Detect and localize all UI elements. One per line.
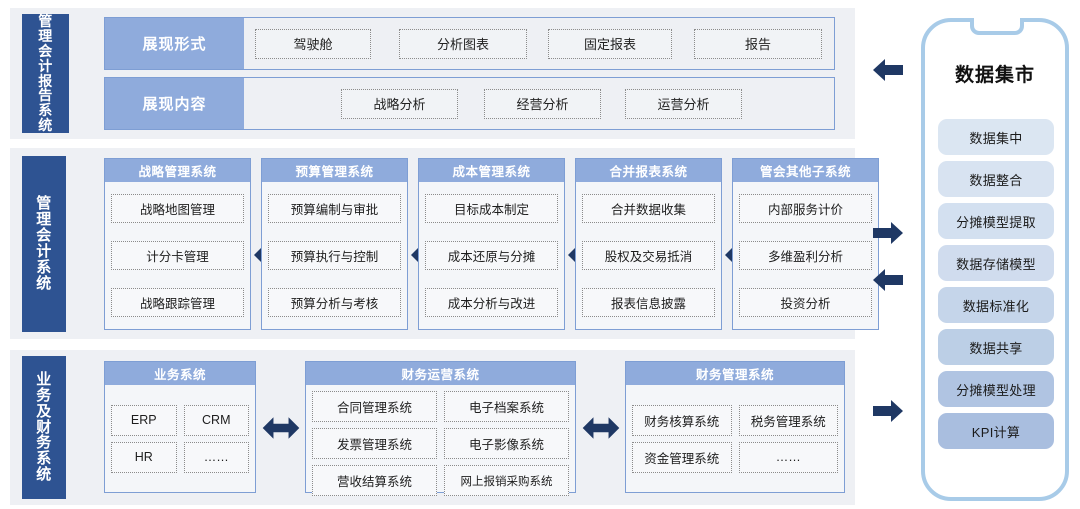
data-market-title: 数据集市 <box>954 65 1035 86</box>
item-tax-management[interactable]: 税务管理系统 <box>738 404 838 436</box>
section-report-side-label-text: 管理会计报告系统 <box>38 13 53 133</box>
item-budget-preparation[interactable]: 预算编制与审批 <box>268 194 401 224</box>
chip-fixed-report[interactable]: 固定报表 <box>548 28 672 59</box>
card-cost-management-title: 成本管理系统 <box>419 159 564 182</box>
item-investment-analysis[interactable]: 投资分析 <box>739 287 872 317</box>
market-item-kpi-calculation[interactable]: KPI计算 <box>938 413 1054 449</box>
item-e-image[interactable]: 电子影像系统 <box>444 428 569 459</box>
data-market-panel: 数据集市 数据集中 数据整合 分摊模型提取 数据存储模型 数据标准化 数据共享 … <box>921 18 1069 501</box>
item-crm[interactable]: CRM <box>183 404 249 436</box>
market-item-data-storage-model[interactable]: 数据存储模型 <box>938 245 1054 281</box>
report-row-content-header-text: 展现内容 <box>142 96 207 113</box>
card-other-subsystems-title: 管会其他子系统 <box>733 159 878 182</box>
item-contract-management[interactable]: 合同管理系统 <box>312 391 437 422</box>
card-business-system: 业务系统 ERP CRM HR …… <box>104 361 256 493</box>
card-budget-management: 预算管理系统 预算编制与审批 预算执行与控制 预算分析与考核 <box>261 158 408 330</box>
item-erp[interactable]: ERP <box>111 404 177 436</box>
report-row-content-chips: 战略分析 经营分析 运营分析 <box>244 78 834 129</box>
card-other-subsystems-items: 内部服务计价 多维盈利分析 投资分析 <box>733 182 878 329</box>
card-finance-operation-system: 财务运营系统 合同管理系统 电子档案系统 发票管理系统 电子影像系统 营收结算系… <box>305 361 576 496</box>
card-finance-management-system-items: 财务核算系统 税务管理系统 资金管理系统 …… <box>626 385 844 492</box>
item-business-more[interactable]: …… <box>183 441 249 473</box>
item-finance-more[interactable]: …… <box>738 441 838 473</box>
chip-analysis-chart[interactable]: 分析图表 <box>399 28 527 59</box>
section-business-side-label-text: 业务及财务系统 <box>36 370 52 484</box>
item-equity-offset[interactable]: 股权及交易抵消 <box>582 240 715 270</box>
market-item-data-integration[interactable]: 数据整合 <box>938 161 1054 197</box>
item-cost-analysis[interactable]: 成本分析与改进 <box>425 287 558 317</box>
card-cost-management-items: 目标成本制定 成本还原与分摊 成本分析与改进 <box>419 182 564 329</box>
report-row-content-header: 展现内容 <box>105 78 244 129</box>
arrow-accounting-to-market <box>873 220 903 246</box>
card-consolidation-report-items: 合并数据收集 股权及交易抵消 报表信息披露 <box>576 182 721 329</box>
market-item-data-sharing[interactable]: 数据共享 <box>938 329 1054 365</box>
market-item-data-standardization[interactable]: 数据标准化 <box>938 287 1054 323</box>
card-business-system-items: ERP CRM HR …… <box>105 385 255 492</box>
chip-running-analysis[interactable]: 运营分析 <box>625 88 742 119</box>
card-finance-management-system: 财务管理系统 财务核算系统 税务管理系统 资金管理系统 …… <box>625 361 845 493</box>
item-strategy-map[interactable]: 战略地图管理 <box>111 194 244 224</box>
card-consolidation-report: 合并报表系统 合并数据收集 股权及交易抵消 报表信息披露 <box>575 158 722 330</box>
card-finance-operation-system-items: 合同管理系统 电子档案系统 发票管理系统 电子影像系统 营收结算系统 网上报销采… <box>306 385 575 502</box>
item-target-cost[interactable]: 目标成本制定 <box>425 194 558 224</box>
chip-operation-analysis[interactable]: 经营分析 <box>484 88 601 119</box>
card-other-subsystems: 管会其他子系统 内部服务计价 多维盈利分析 投资分析 <box>732 158 879 330</box>
item-scorecard[interactable]: 计分卡管理 <box>111 240 244 270</box>
market-item-allocation-model-extract[interactable]: 分摊模型提取 <box>938 203 1054 239</box>
item-budget-analysis[interactable]: 预算分析与考核 <box>268 287 401 317</box>
section-accounting-side-label: 管理会计系统 <box>22 156 66 332</box>
market-item-allocation-model-process[interactable]: 分摊模型处理 <box>938 371 1054 407</box>
item-hr[interactable]: HR <box>111 441 177 473</box>
section-business-side-label: 业务及财务系统 <box>22 356 66 499</box>
section-report-side-label: 管理会计报告系统 <box>22 14 69 133</box>
item-e-archive[interactable]: 电子档案系统 <box>444 391 569 422</box>
card-strategy-management-title: 战略管理系统 <box>105 159 250 182</box>
item-financial-accounting[interactable]: 财务核算系统 <box>632 404 732 436</box>
item-multidim-profit[interactable]: 多维盈利分析 <box>739 240 872 270</box>
data-market-notch <box>970 18 1024 35</box>
item-strategy-tracking[interactable]: 战略跟踪管理 <box>111 287 244 317</box>
item-invoice-management[interactable]: 发票管理系统 <box>312 428 437 459</box>
card-cost-management: 成本管理系统 目标成本制定 成本还原与分摊 成本分析与改进 <box>418 158 565 330</box>
item-revenue-settlement[interactable]: 营收结算系统 <box>312 465 437 496</box>
card-strategy-management: 战略管理系统 战略地图管理 计分卡管理 战略跟踪管理 <box>104 158 251 330</box>
report-row-form-header: 展现形式 <box>105 18 244 69</box>
card-consolidation-report-title: 合并报表系统 <box>576 159 721 182</box>
report-row-form-chips: 驾驶舱 分析图表 固定报表 报告 <box>244 18 834 69</box>
arrow-business-to-market <box>873 398 903 424</box>
card-business-system-title: 业务系统 <box>105 362 255 385</box>
chip-report[interactable]: 报告 <box>694 28 822 59</box>
item-budget-execution[interactable]: 预算执行与控制 <box>268 240 401 270</box>
card-budget-management-items: 预算编制与审批 预算执行与控制 预算分析与考核 <box>262 182 407 329</box>
arrow-market-to-accounting <box>873 267 903 293</box>
report-row-form-header-text: 展现形式 <box>142 36 207 53</box>
arrow-bidirectional-6 <box>582 414 620 442</box>
item-cost-restore[interactable]: 成本还原与分摊 <box>425 240 558 270</box>
arrow-market-to-report <box>873 57 903 83</box>
card-finance-management-system-title: 财务管理系统 <box>626 362 844 385</box>
item-report-disclosure[interactable]: 报表信息披露 <box>582 287 715 317</box>
report-row-content: 展现内容 战略分析 经营分析 运营分析 <box>104 77 835 130</box>
item-merge-data-collection[interactable]: 合并数据收集 <box>582 194 715 224</box>
item-online-reimbursement[interactable]: 网上报销采购系统 <box>444 465 569 496</box>
card-strategy-management-items: 战略地图管理 计分卡管理 战略跟踪管理 <box>105 182 250 329</box>
chip-cockpit[interactable]: 驾驶舱 <box>255 28 371 59</box>
arrow-bidirectional-5 <box>262 414 300 442</box>
card-finance-operation-system-title: 财务运营系统 <box>306 362 575 385</box>
report-row-form: 展现形式 驾驶舱 分析图表 固定报表 报告 <box>104 17 835 70</box>
section-accounting-side-label-text: 管理会计系统 <box>36 195 52 292</box>
market-item-data-centralize[interactable]: 数据集中 <box>938 119 1054 155</box>
card-budget-management-title: 预算管理系统 <box>262 159 407 182</box>
item-fund-management[interactable]: 资金管理系统 <box>632 441 732 473</box>
item-internal-service-pricing[interactable]: 内部服务计价 <box>739 194 872 224</box>
chip-strategy-analysis[interactable]: 战略分析 <box>341 88 458 119</box>
